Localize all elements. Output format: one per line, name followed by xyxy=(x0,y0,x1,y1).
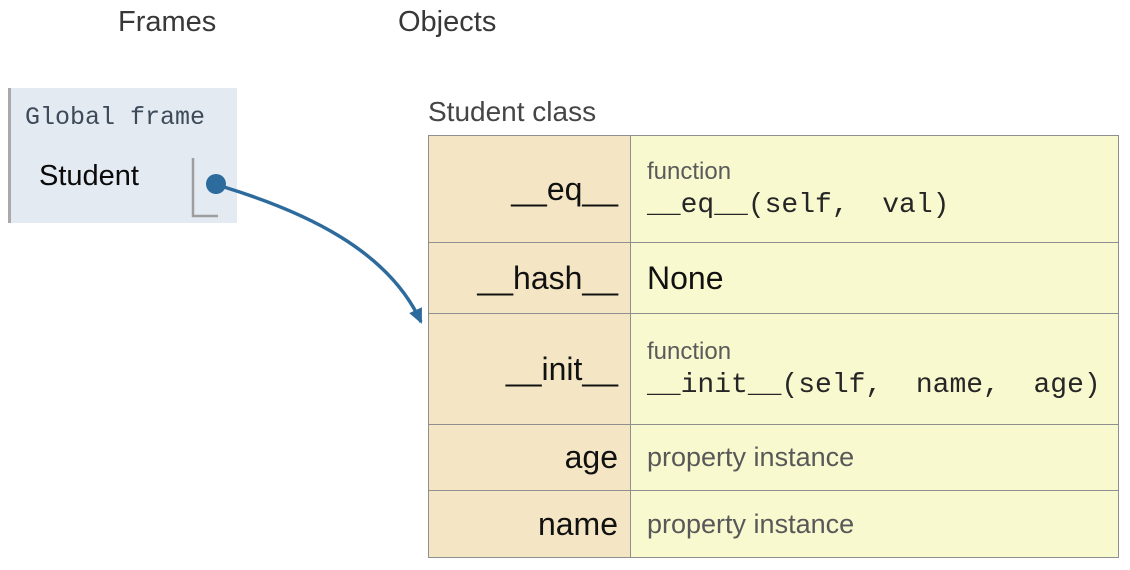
value-type-label: function xyxy=(647,337,732,365)
attribute-value-cell: function __init__(self, name, age) xyxy=(630,313,1119,425)
frames-header: Frames xyxy=(118,6,217,38)
function-signature: __init__(self, name, age) xyxy=(647,369,1101,401)
global-frame: Global frame Student xyxy=(8,88,237,223)
attribute-value: None xyxy=(647,259,724,296)
table-row: __init__ function __init__(self, name, a… xyxy=(428,313,1119,425)
attribute-key: __eq__ xyxy=(428,135,631,243)
attribute-value-cell: property instance xyxy=(630,424,1119,491)
attribute-key: __init__ xyxy=(428,313,631,425)
attribute-key: age xyxy=(428,424,631,491)
global-frame-title: Global frame xyxy=(25,103,206,132)
table-row: __eq__ function __eq__(self, val) xyxy=(428,135,1119,243)
table-row: age property instance xyxy=(428,424,1119,491)
objects-header: Objects xyxy=(398,6,497,38)
attribute-key: __hash__ xyxy=(428,242,631,314)
table-row: name property instance xyxy=(428,490,1119,558)
class-attributes-table: __eq__ function __eq__(self, val) __hash… xyxy=(428,135,1119,558)
attribute-value-cell: property instance xyxy=(630,490,1119,558)
function-signature: __eq__(self, val) xyxy=(647,189,950,221)
attribute-value: property instance xyxy=(647,508,855,539)
table-row: __hash__ None xyxy=(428,242,1119,314)
value-type-label: function xyxy=(647,157,732,185)
pointer-arrow xyxy=(223,185,423,324)
attribute-value-cell: None xyxy=(630,242,1119,314)
variable-name: Student xyxy=(39,160,139,192)
attribute-value-cell: function __eq__(self, val) xyxy=(630,135,1119,243)
object-label: Student class xyxy=(428,96,597,127)
attribute-key: name xyxy=(428,490,631,558)
attribute-value: property instance xyxy=(647,442,855,472)
